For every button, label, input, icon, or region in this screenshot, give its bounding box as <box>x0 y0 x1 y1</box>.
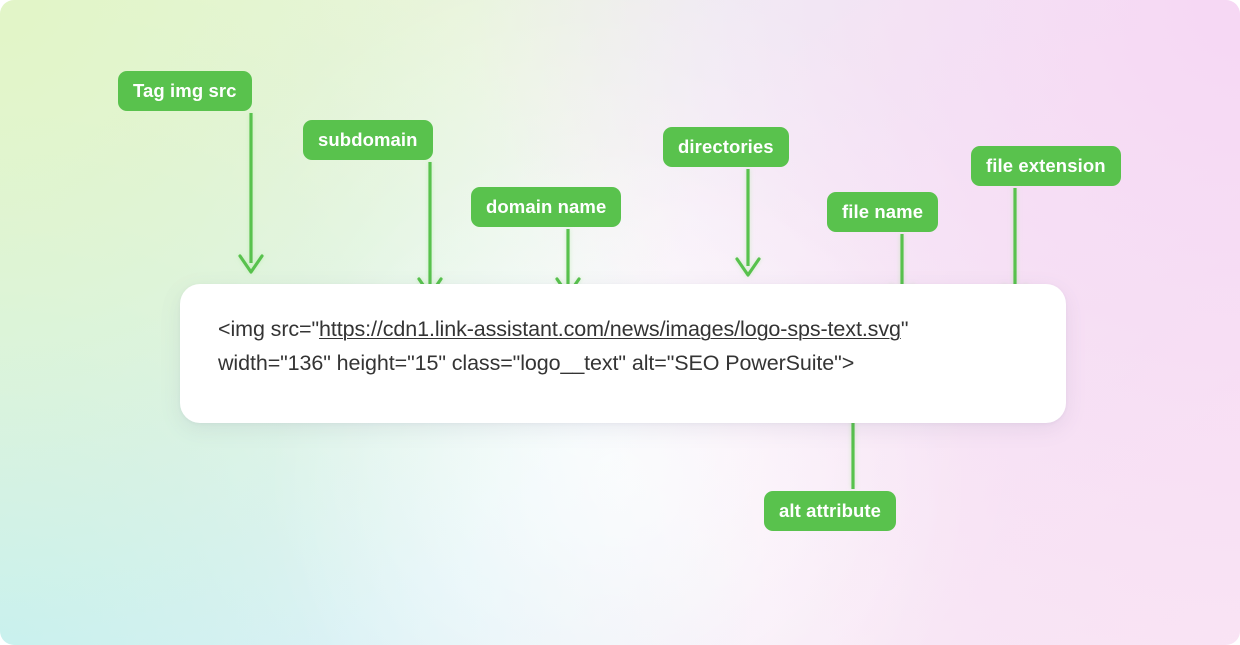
annotation-label-domain-name: domain name <box>471 187 622 227</box>
arrow-subdomain <box>417 162 443 297</box>
code-snippet-card: <img src="https://cdn1.link-assistant.co… <box>180 284 1066 423</box>
arrow-directories <box>735 169 761 277</box>
code-line1-suffix: " <box>900 317 909 341</box>
annotation-label-directories: directories <box>663 127 789 167</box>
annotation-label-alt-attribute: alt attribute <box>764 491 897 531</box>
code-line2: width="136" height="15" class="logo__tex… <box>218 351 855 375</box>
code-line1-prefix: <img src=" <box>218 317 320 341</box>
annotation-label-file-name: file name <box>827 192 939 232</box>
code-snippet-text: <img src="https://cdn1.link-assistant.co… <box>218 312 1048 380</box>
arrow-tag-img-src <box>238 113 264 274</box>
annotation-label-subdomain: subdomain <box>303 120 433 160</box>
code-line1-url[interactable]: https://cdn1.link-assistant.com/news/ima… <box>319 317 901 341</box>
annotation-label-tag-img-src: Tag img src <box>118 71 252 111</box>
annotation-label-file-extension: file extension <box>971 146 1121 186</box>
